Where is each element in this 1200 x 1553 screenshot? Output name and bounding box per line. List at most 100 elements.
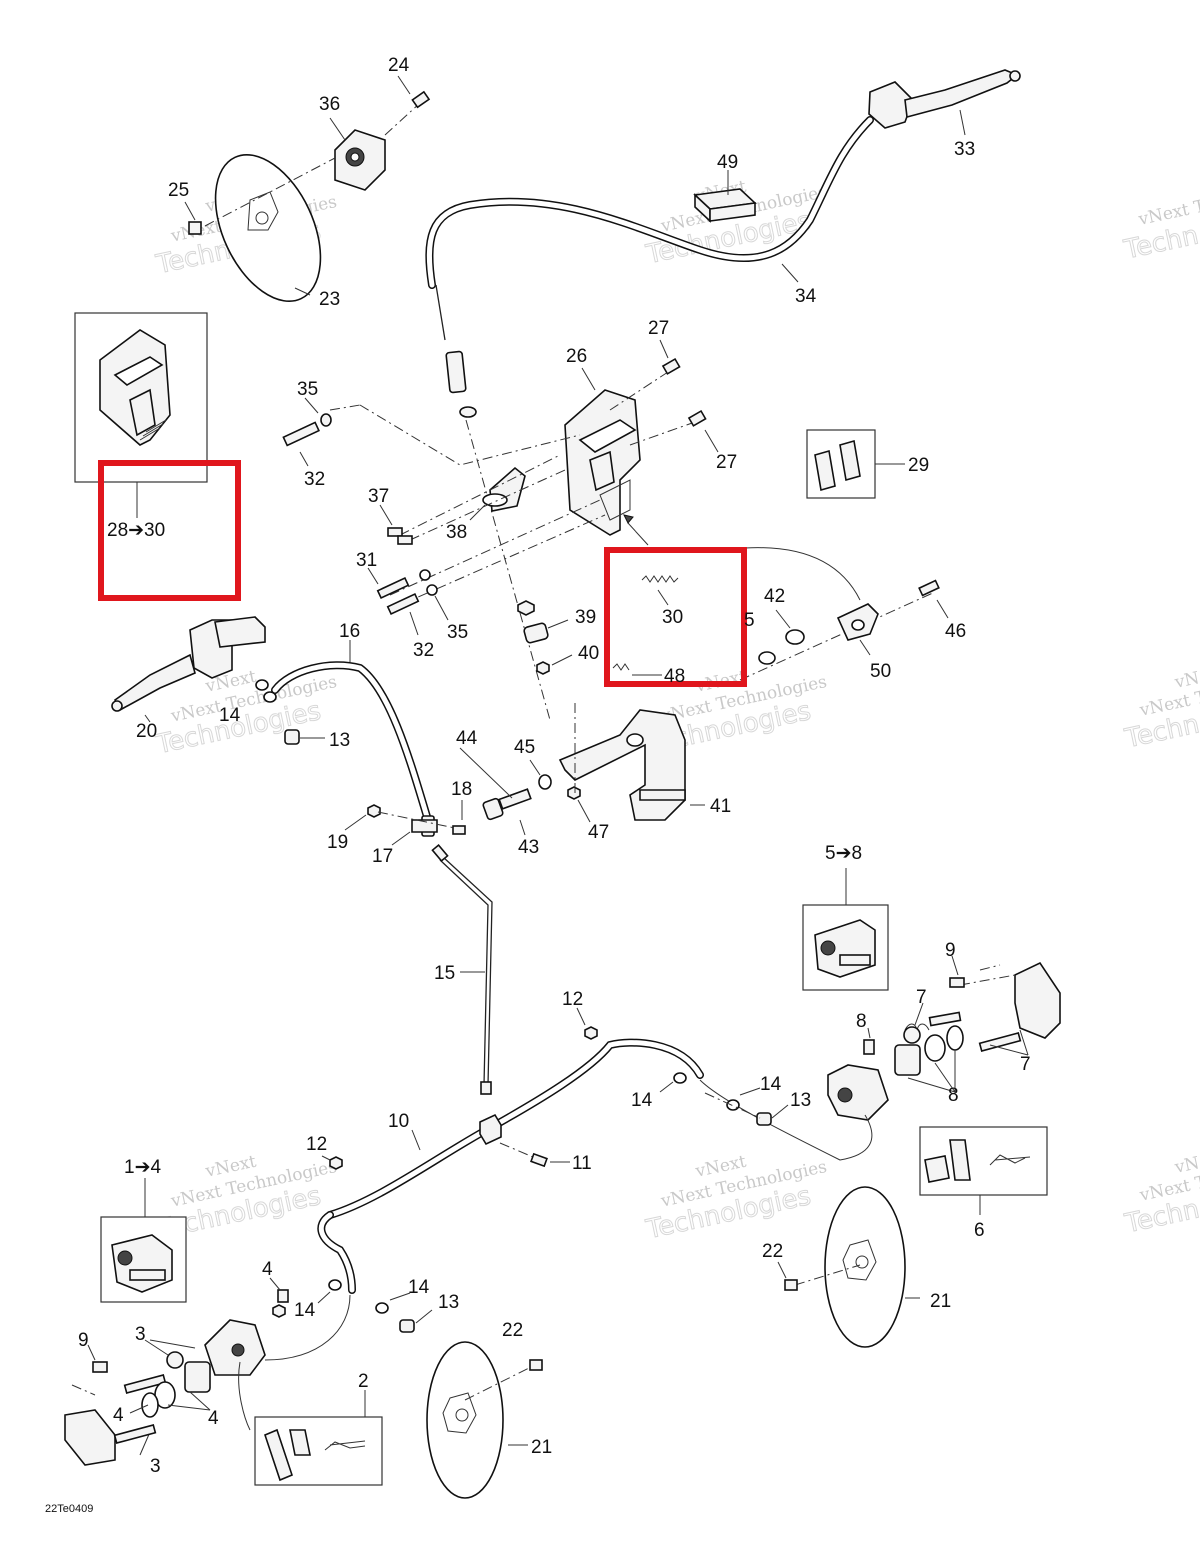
caliper-inset xyxy=(74,312,208,483)
highlight-box-30 xyxy=(604,547,747,687)
callout-26: 26 xyxy=(566,346,587,367)
watermark-edge: Techn xyxy=(1121,220,1200,265)
callout-46: 46 xyxy=(945,621,966,642)
callout-34: 34 xyxy=(795,286,817,307)
callout-13a: 13 xyxy=(329,730,350,751)
callout-9b: 9 xyxy=(78,1330,89,1351)
brake-pads-inset-left xyxy=(254,1416,383,1486)
callout-14b: 14 xyxy=(760,1074,782,1095)
callout-6: 6 xyxy=(974,1220,985,1241)
callout-37: 37 xyxy=(368,486,389,507)
callout-28-30: 28➔30 xyxy=(107,520,165,541)
callout-42: 42 xyxy=(764,586,785,607)
callout-14e: 14 xyxy=(294,1300,316,1321)
callout-13c: 13 xyxy=(438,1292,459,1313)
callout-12a: 12 xyxy=(562,989,583,1010)
callout-36: 36 xyxy=(319,94,340,115)
caliper-right xyxy=(827,1064,889,1121)
callout-4a: 4 xyxy=(262,1259,273,1280)
cable-block xyxy=(693,188,757,223)
highlight-box-28-30 xyxy=(98,460,241,601)
callout-4b: 4 xyxy=(113,1405,124,1426)
callout-7a: 7 xyxy=(916,987,927,1008)
callout-17: 17 xyxy=(372,846,393,867)
cable-clamp xyxy=(836,603,879,641)
brake-cable xyxy=(425,116,874,289)
callout-12b: 12 xyxy=(306,1134,327,1155)
callout-35a: 35 xyxy=(297,379,318,400)
caliper-left xyxy=(204,1319,266,1376)
callout-labels: 24 36 25 23 49 33 34 27 26 35 27 29 32 3… xyxy=(45,55,1031,1515)
watermark-edge: Techn xyxy=(1122,1194,1200,1239)
rear-brake-disc xyxy=(426,1341,504,1499)
callout-24: 24 xyxy=(388,55,410,76)
rear-brake-hose xyxy=(326,1038,704,1219)
callout-10: 10 xyxy=(388,1111,409,1132)
callout-11: 11 xyxy=(572,1153,592,1174)
callout-15: 15 xyxy=(434,963,455,984)
brake-pads-box xyxy=(806,429,876,499)
callout-16: 16 xyxy=(339,621,360,642)
callout-32b: 32 xyxy=(413,640,434,661)
callout-33: 33 xyxy=(954,139,975,160)
callout-25: 25 xyxy=(168,180,189,201)
callout-38: 38 xyxy=(446,522,467,543)
callout-30: 30 xyxy=(662,607,683,628)
callout-21b: 21 xyxy=(531,1437,552,1458)
spring-icon xyxy=(612,663,630,671)
callout-22b: 22 xyxy=(502,1320,523,1341)
bolt-icon xyxy=(411,90,431,109)
rear-brake-disc xyxy=(824,1186,906,1348)
callout-8a: 8 xyxy=(856,1011,867,1032)
callout-45: 45 xyxy=(514,737,535,758)
callout-14c: 14 xyxy=(631,1090,653,1111)
watermark-edge: vN xyxy=(1172,1153,1200,1178)
parking-brake-caliper xyxy=(564,389,641,536)
spring-icon xyxy=(166,1351,184,1369)
brake-pedal xyxy=(558,709,686,821)
caliper-inset-left xyxy=(100,1216,187,1303)
callout-14a: 14 xyxy=(219,705,241,726)
callout-2: 2 xyxy=(358,1371,369,1392)
callout-40: 40 xyxy=(578,643,599,664)
callout-21a: 21 xyxy=(930,1291,951,1312)
callout-4c: 4 xyxy=(208,1408,219,1429)
callout-3b: 3 xyxy=(150,1456,161,1477)
callout-8b: 8 xyxy=(948,1085,959,1106)
callout-1-4: 1➔4 xyxy=(124,1157,161,1178)
callout-27a: 27 xyxy=(648,318,669,339)
callout-50: 50 xyxy=(870,661,891,682)
brake-lever-right xyxy=(868,69,1021,129)
bolt-icon xyxy=(282,421,320,447)
cable-bracket xyxy=(482,466,526,512)
pivot-bolt xyxy=(482,788,532,821)
brake-hose xyxy=(271,661,432,824)
spring-icon xyxy=(903,1023,930,1044)
callout-9a: 9 xyxy=(945,940,956,961)
callout-43: 43 xyxy=(518,837,539,858)
callout-3a: 3 xyxy=(135,1324,146,1345)
diagram-code: 22Te0409 xyxy=(45,1503,93,1515)
callout-49: 49 xyxy=(717,152,738,173)
callout-18: 18 xyxy=(451,779,472,800)
callout-22a: 22 xyxy=(762,1241,783,1262)
callout-41: 41 xyxy=(710,796,731,817)
callout-20: 20 xyxy=(136,721,157,742)
callout-27b: 27 xyxy=(716,452,737,473)
callout-7b: 7 xyxy=(1020,1054,1031,1075)
callout-48: 48 xyxy=(664,666,685,687)
brake-pads-inset xyxy=(919,1126,1048,1196)
callout-47: 47 xyxy=(588,822,609,843)
callout-5-8: 5➔8 xyxy=(825,843,862,864)
callout-23: 23 xyxy=(319,289,340,310)
bolt-icon xyxy=(188,221,202,235)
callout-35b: 35 xyxy=(447,622,468,643)
caliper-inset-right xyxy=(802,904,889,991)
callout-31: 31 xyxy=(356,550,377,571)
callout-32a: 32 xyxy=(304,469,325,490)
bolt-icon xyxy=(376,576,420,616)
brake-lever-left xyxy=(111,616,266,712)
callout-29: 29 xyxy=(908,455,929,476)
spring-icon xyxy=(641,575,679,583)
